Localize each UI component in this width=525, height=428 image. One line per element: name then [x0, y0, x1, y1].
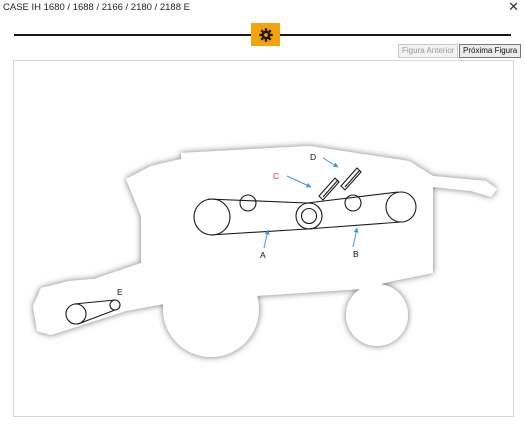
gear-icon	[258, 27, 273, 42]
label-d: D	[310, 152, 316, 162]
close-icon[interactable]: ✕	[508, 0, 519, 14]
figure-panel: A B C D E	[13, 60, 514, 417]
combine-silhouette	[33, 146, 497, 357]
internal-belts	[65, 167, 417, 325]
combine-diagram: A B C D E	[33, 146, 497, 357]
label-c: C	[273, 171, 279, 181]
window-title: CASE IH 1680 / 1688 / 2166 / 2180 / 2188…	[3, 2, 190, 13]
previous-figure-button[interactable]: Figura Anterior	[398, 44, 459, 58]
label-b: B	[353, 249, 359, 259]
label-a: A	[260, 250, 266, 260]
settings-button[interactable]	[251, 23, 280, 46]
next-figure-button[interactable]: Próxima Figura	[459, 44, 522, 58]
title-bar: CASE IH 1680 / 1688 / 2166 / 2180 / 2188…	[0, 0, 525, 16]
callout-arrows	[263, 157, 359, 249]
label-e: E	[117, 287, 123, 297]
